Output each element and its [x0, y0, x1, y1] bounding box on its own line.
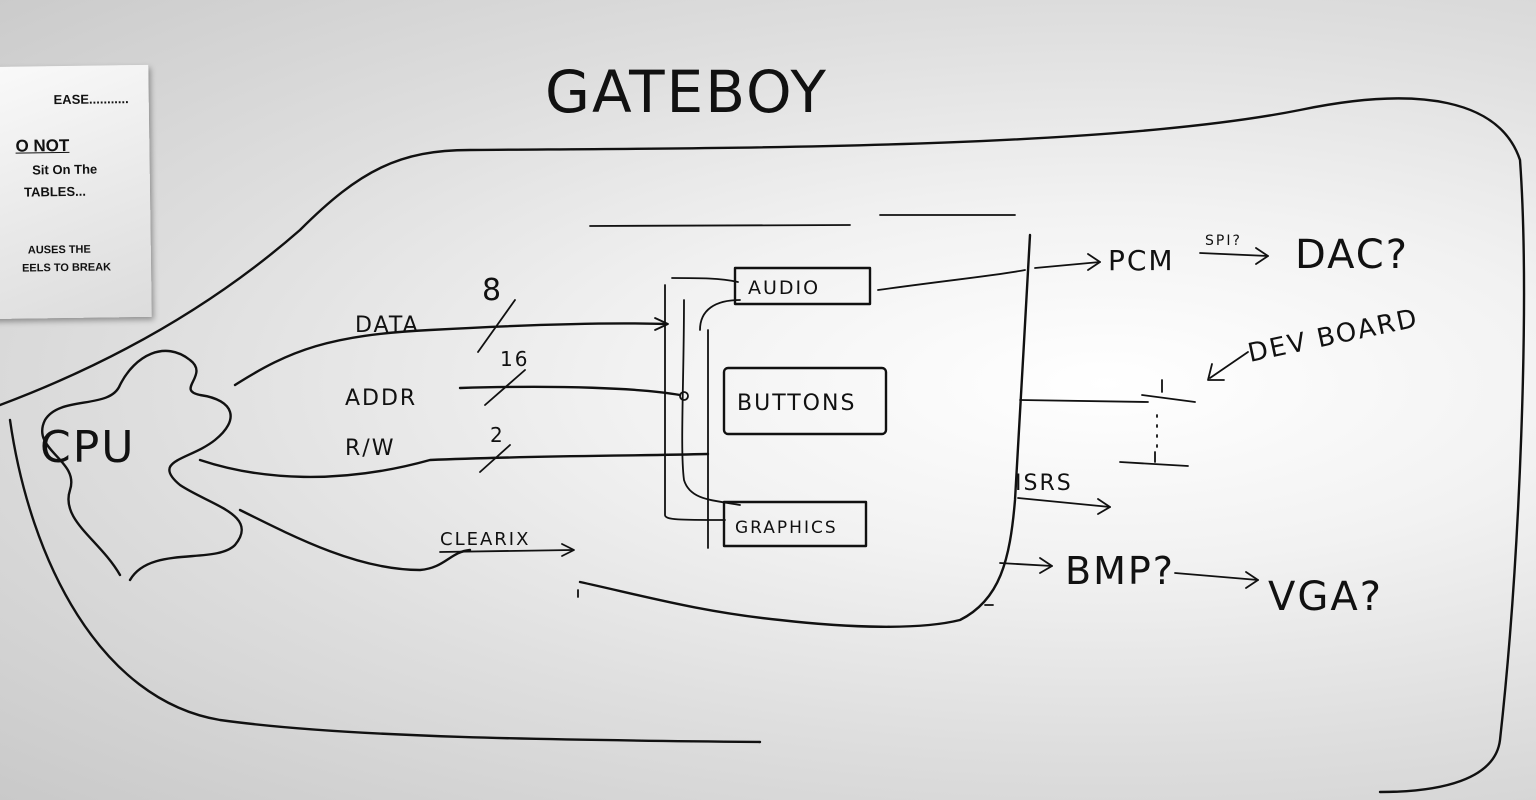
switch-top	[1141, 394, 1196, 403]
devboard-arrow	[1209, 351, 1249, 379]
cpu-label: CPU	[40, 422, 135, 473]
route-line-3	[681, 299, 741, 506]
system-outline-bottom	[8, 418, 762, 744]
rw-bus-slash	[479, 444, 511, 473]
data-bus-slash	[477, 299, 516, 353]
pcm-arrowhead	[1087, 253, 1101, 271]
audio-block	[733, 266, 872, 306]
system-outline	[0, 97, 1526, 794]
audio-out-wire	[877, 269, 1026, 291]
switch-bottom	[1119, 461, 1189, 467]
spi-label: SPI?	[1205, 233, 1242, 249]
bmp-arrow	[999, 562, 1053, 567]
data-bus-arrow	[654, 317, 669, 331]
buttons-label: BUTTONS	[737, 391, 856, 416]
route-line-1	[664, 284, 726, 521]
devboard-label: DEV BOARD	[1245, 303, 1421, 368]
pcm-arrow	[1034, 261, 1101, 269]
graphics-block	[722, 500, 868, 548]
cpu-blob	[41, 349, 243, 582]
buttons-out-wire	[1019, 399, 1149, 403]
graphics-label: GRAPHICS	[735, 518, 838, 538]
rw-label: R/W	[345, 436, 395, 461]
chip-right-edge	[578, 233, 1032, 628]
addr-bus-slash	[484, 369, 526, 406]
isrs-arrowhead	[1097, 498, 1111, 515]
data-width: 8	[482, 273, 503, 308]
vga-arrow	[1174, 572, 1259, 581]
dac-label: DAC?	[1295, 232, 1409, 278]
addr-width: 16	[500, 347, 529, 371]
data-bus-wire	[233, 322, 667, 387]
rw-width: 2	[490, 423, 505, 447]
isrs-label: ISRS	[1015, 471, 1073, 496]
devboard-arrowhead	[1207, 363, 1225, 381]
clear-wire	[238, 508, 472, 572]
addr-bus-wire	[458, 385, 682, 397]
bmp-arrowhead	[1039, 557, 1053, 574]
route-line-2	[671, 277, 739, 283]
bmp-label: BMP?	[1065, 549, 1175, 593]
addr-junction	[679, 391, 689, 401]
spi-arrow	[1199, 252, 1269, 257]
audio-label: AUDIO	[748, 277, 820, 299]
vga-label: VGA?	[1268, 574, 1383, 620]
chip-top-edge-left	[589, 224, 851, 227]
data-label: DATA	[355, 313, 420, 338]
buttons-block	[722, 366, 888, 436]
clear-underline	[439, 549, 573, 553]
clear-arrowhead	[561, 543, 575, 557]
pcm-label: PCM	[1108, 244, 1175, 277]
addr-label: ADDR	[345, 386, 417, 411]
isrs-arrow	[1017, 497, 1111, 508]
diagram-title: GATEBOY	[545, 58, 828, 126]
spi-arrowhead	[1255, 247, 1269, 265]
clear-label: CLEARIX	[440, 529, 530, 550]
vga-arrowhead	[1245, 571, 1259, 589]
rw-bus-wire	[198, 452, 710, 479]
